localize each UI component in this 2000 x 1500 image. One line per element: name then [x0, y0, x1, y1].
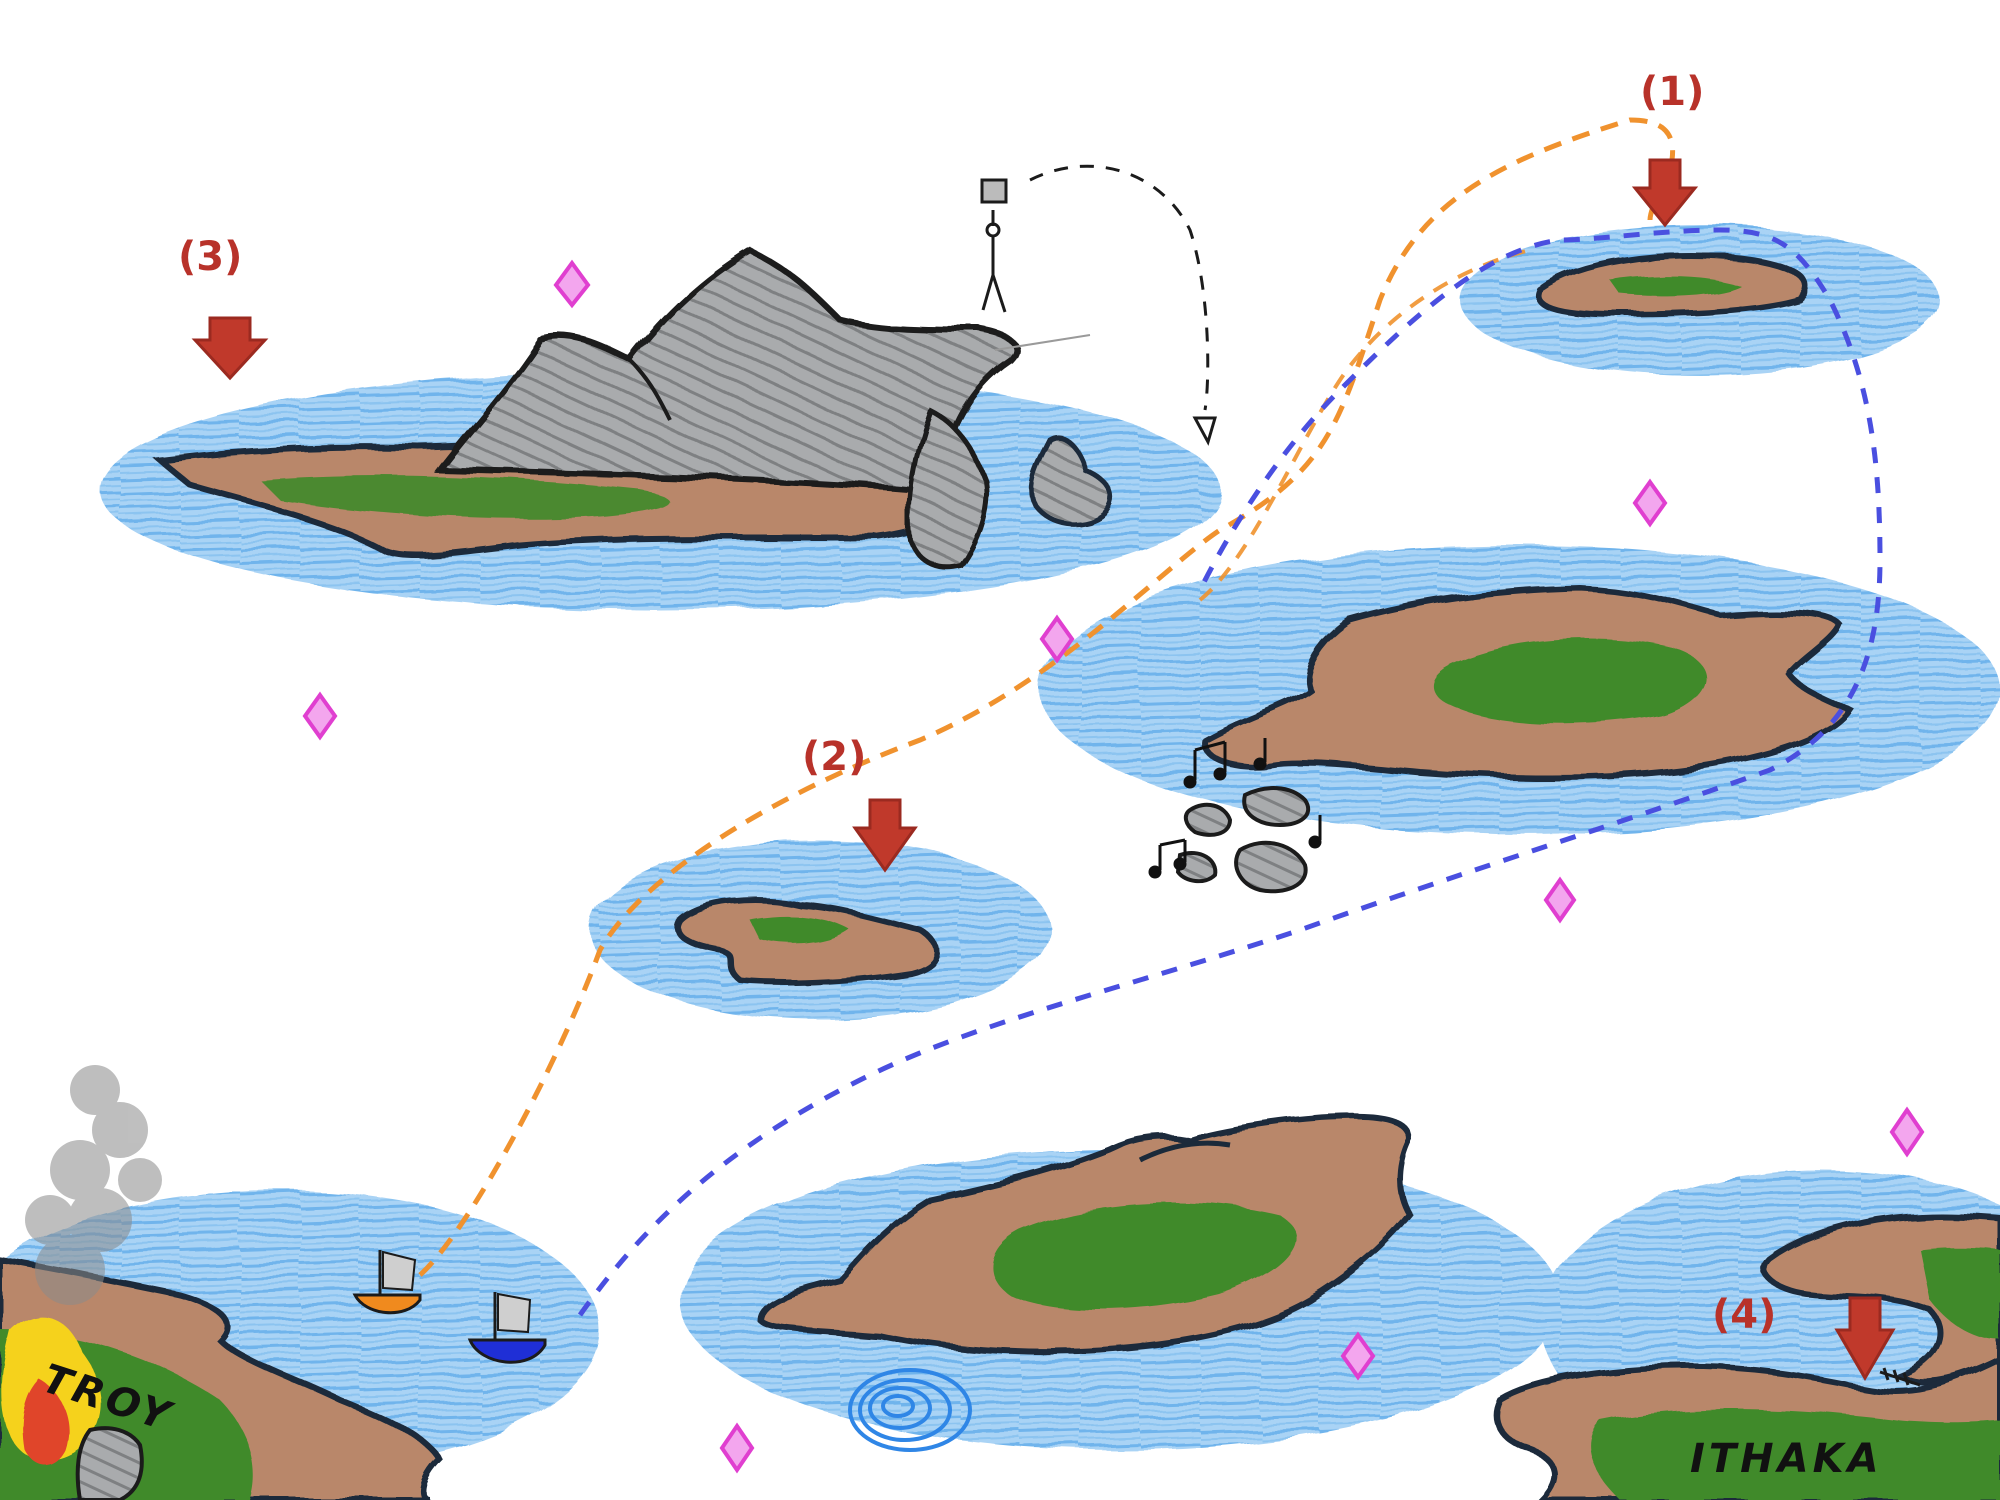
gem-icon: [1632, 478, 1668, 528]
gem-icon: [1543, 876, 1577, 924]
siren-rock-4: [1175, 851, 1218, 884]
island-south-grass: [991, 1203, 1297, 1310]
troy-rubble: [75, 1426, 144, 1500]
island-northeast-small: [1535, 252, 1811, 319]
island-northwest-mountain: [152, 246, 1114, 570]
island-central-small: [674, 897, 939, 985]
marker-arrow-icon: [1834, 1296, 1896, 1381]
features: [191, 158, 1925, 1474]
orange-route: [418, 117, 1676, 1277]
smoke-icon: [25, 1065, 162, 1305]
island-east-large: [1201, 584, 1855, 780]
gems: [302, 259, 1925, 1474]
ithaka-grass: [1589, 1408, 2000, 1500]
islands: [0, 246, 2000, 1500]
cliff-line: [994, 334, 1091, 351]
mountain-ridge-line: [628, 358, 672, 421]
marker-arrow-icon: [1631, 158, 1699, 228]
siren-rocks: [1175, 786, 1311, 894]
fire-icon: [1, 1315, 102, 1465]
cliff-throw-arc: [1029, 164, 1210, 411]
dock-icon: [1879, 1367, 1921, 1387]
music-notes-icon: [1148, 738, 1322, 879]
marker-label-4: (4): [1712, 1292, 1776, 1338]
marker-arrow-icon: [852, 798, 918, 873]
throw-arrowhead-icon: [1192, 416, 1217, 446]
siren-rock-2: [1183, 802, 1233, 837]
island-south-bay: [1138, 1140, 1231, 1163]
gem-icon: [553, 259, 591, 309]
island-northwest-grass: [260, 475, 669, 519]
blue-route: [577, 227, 1883, 1317]
gem-icon: [719, 1422, 755, 1474]
orange-boat-icon: [352, 1250, 422, 1315]
gem-icon: [1889, 1106, 1925, 1158]
island-south-large: [756, 1114, 1414, 1355]
island-northeast-grass: [1610, 275, 1740, 296]
island-central-grass: [750, 916, 850, 945]
marker-label-1: (1): [1640, 69, 1704, 115]
sea-rock-small: [1029, 435, 1114, 526]
cliff-pillar: [906, 406, 989, 570]
whirlpool-icon: [848, 1368, 972, 1452]
marker-arrow-icon: [191, 316, 269, 381]
routes: [418, 117, 1883, 1317]
ithaka-east-grass: [1920, 1247, 2000, 1340]
marker-label-2: (2): [802, 734, 866, 780]
gem-icon: [1340, 1331, 1376, 1381]
mountain-range: [434, 246, 1019, 494]
siren-rock-1: [1242, 786, 1311, 828]
blue-boat-icon: [467, 1292, 547, 1364]
siren-rock-3: [1234, 840, 1308, 894]
giant-thrower-icon: [980, 178, 1008, 313]
gem-icon: [1039, 614, 1075, 664]
markers: [191, 158, 1896, 1381]
troy-land: [0, 1065, 444, 1500]
gem-icon: [302, 691, 338, 741]
orange-route-return: [1198, 248, 1531, 602]
marker-label-3: (3): [178, 234, 242, 280]
ithaka-land: [1493, 1211, 2000, 1500]
place-label-ithaka: ITHAKA: [1690, 1436, 1883, 1482]
island-east-grass: [1431, 638, 1705, 724]
